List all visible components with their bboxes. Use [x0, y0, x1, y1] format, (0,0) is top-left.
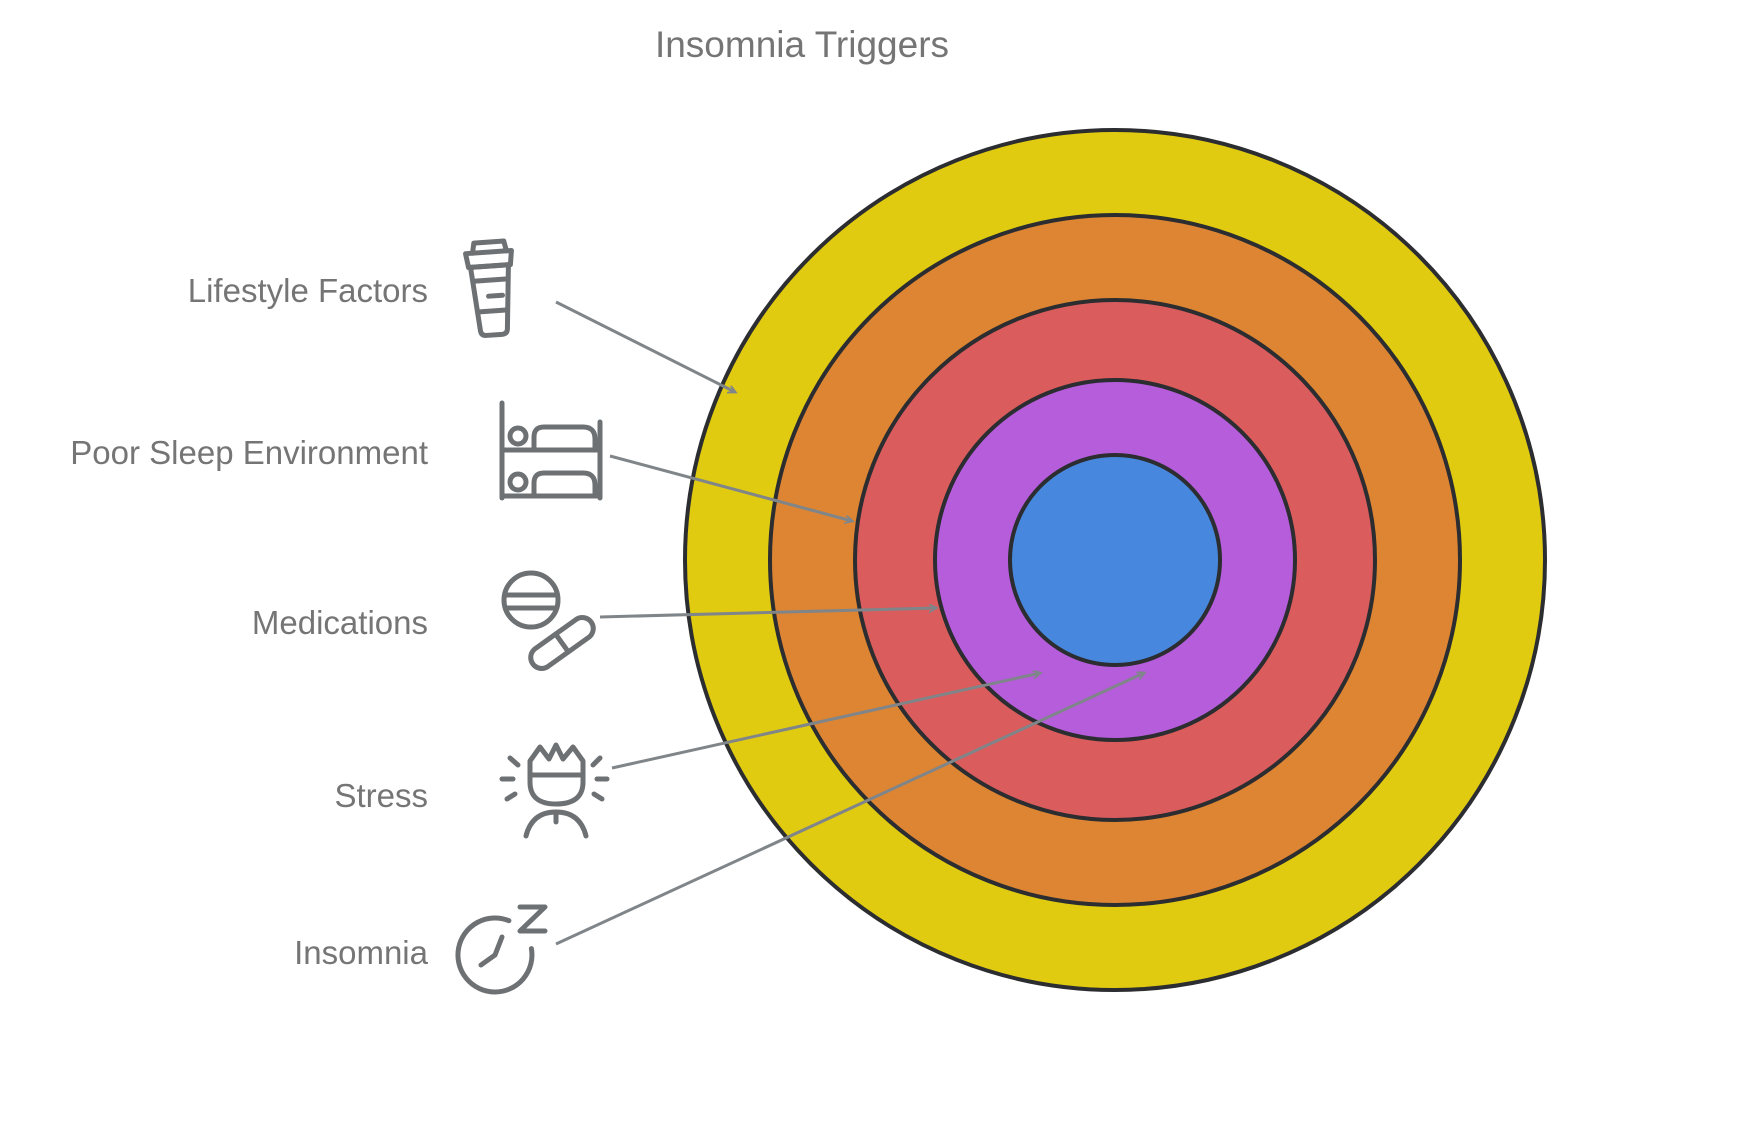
label-lifestyle-factors: Lifestyle Factors — [188, 272, 428, 309]
coffee-cup-icon — [463, 238, 514, 338]
diagram-title: Insomnia Triggers — [655, 24, 949, 65]
pills-icon — [501, 570, 596, 671]
onion-rings — [683, 128, 1547, 992]
bunk-bed-icon — [499, 400, 603, 501]
insomnia-clock-icon — [455, 904, 548, 995]
arrow-poor-sleep-environment — [609, 454, 852, 521]
stressed-person-icon — [499, 742, 610, 839]
label-medications: Medications — [252, 604, 428, 641]
label-insomnia: Insomnia — [294, 934, 429, 971]
arrow-medications — [599, 608, 936, 619]
label-stress: Stress — [334, 777, 428, 814]
trigger-icons — [455, 238, 610, 995]
label-poor-sleep-environment: Poor Sleep Environment — [70, 434, 428, 471]
arrow-insomnia — [555, 673, 1144, 946]
arrow-lifestyle-factors — [555, 300, 735, 392]
trigger-labels: Lifestyle Factors Poor Sleep Environment… — [70, 272, 428, 971]
connector-arrows — [555, 300, 1144, 946]
arrow-stress — [611, 673, 1040, 770]
ring-insomnia-center — [1008, 453, 1222, 667]
